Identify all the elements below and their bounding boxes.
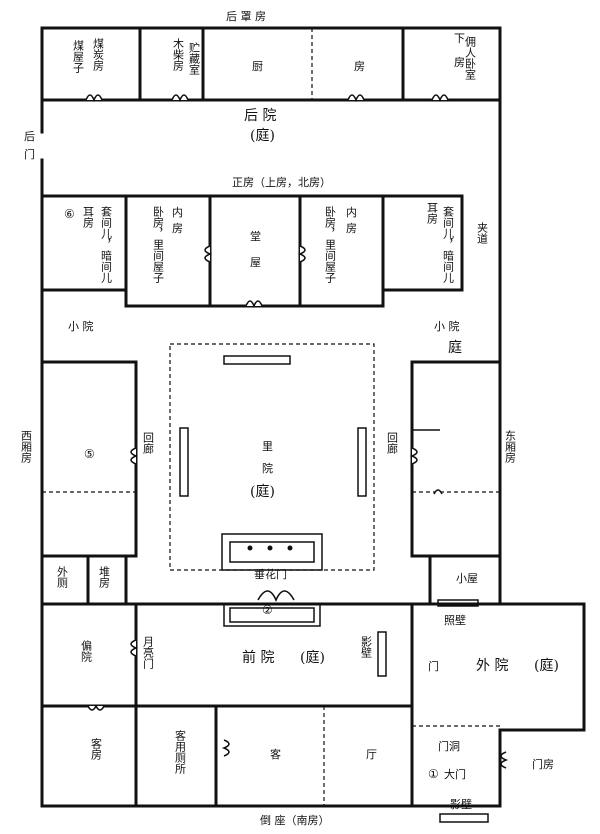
marker-1: ①: [428, 767, 439, 781]
label-west-wing: 西厢房: [20, 430, 33, 464]
label-ear-room-w: 耳房: [82, 206, 95, 229]
door-symbols: [85, 94, 509, 769]
label-hanging-flower-gate: 垂花门: [254, 567, 287, 581]
label-outer-toilet: 外厕: [56, 566, 69, 589]
label-small-court-e-ting: 庭: [448, 339, 462, 356]
label-hall: 厅: [366, 748, 377, 761]
label-shadow-wall: 照壁: [444, 613, 466, 627]
label-moon-gate: 月亮门: [142, 636, 155, 670]
label-small-court-w: 小 院: [68, 319, 94, 333]
label-corridor-e: 回廊: [386, 432, 399, 455]
label-firewood-room: 木柴房: [172, 38, 185, 72]
label-inner-court-1: 里: [262, 440, 273, 453]
room-labels: 后 罩 房 煤屋子 煤炭房 木柴房 贮藏室 厨 房 下 房 佣人卧室 后 院 (…: [20, 10, 559, 827]
label-ear-room-e: 耳房: [426, 202, 439, 225]
label-coal-room: 煤屋子: [72, 40, 85, 73]
label-main-gate: 大门: [444, 767, 466, 781]
label-storehouse: 堆房: [98, 566, 111, 589]
label-corridor-w: 回廊: [142, 432, 155, 455]
label-front-court: 前 院: [242, 649, 274, 666]
label-rear-courtyard: 后 院: [244, 108, 276, 124]
label-east-wing: 东厢房: [504, 430, 517, 464]
label-gatehouse: 门房: [532, 757, 554, 771]
label-small-court-e: 小 院: [434, 319, 460, 333]
marker-2: ②: [262, 603, 273, 617]
label-inner-court-ting: (庭): [250, 483, 275, 500]
label-suite-w: 套间儿，暗间儿: [100, 206, 113, 283]
label-servant-xia: 下: [454, 32, 465, 45]
label-coal-room-sub: 煤炭房: [92, 38, 105, 72]
label-back-gate-2: 门: [24, 147, 35, 161]
label-rear-row: 后 罩 房: [226, 10, 266, 23]
label-guest: 客: [270, 747, 281, 761]
shadow-wall-bar: [437, 599, 479, 607]
inner-screen-wall: [377, 631, 387, 677]
label-inner-e-2: 房: [346, 222, 357, 235]
outer-walls: [40, 26, 586, 808]
label-kitchen-room: 房: [354, 60, 365, 73]
label-outer-screen: 影壁: [450, 797, 472, 811]
label-bedroom-e: 卧房，里间屋子: [324, 206, 337, 283]
label-inner-screen: 影壁: [360, 636, 373, 658]
label-back-gate-1: 后: [24, 130, 35, 143]
label-storage-room: 贮藏室: [188, 42, 201, 75]
label-kitchen: 厨: [252, 60, 263, 73]
label-outer-court: 外 院: [476, 658, 508, 674]
label-guest-toilet: 客用厕所: [174, 729, 187, 775]
label-suite-e: 套间儿，暗间儿: [442, 206, 455, 283]
label-outer-court-ting: (庭): [534, 657, 559, 674]
label-side-court: 偏院: [80, 639, 93, 662]
label-front-court-ting: (庭): [300, 649, 325, 666]
marker-5: ⑤: [84, 447, 95, 461]
label-bedroom-w: 卧房，里间屋子: [152, 206, 165, 283]
label-side-passage: 夹道: [476, 222, 489, 244]
label-south-row: 倒 座（南房）: [260, 813, 330, 827]
marker-6: ⑥: [64, 207, 75, 221]
label-small-room: 小屋: [456, 572, 478, 585]
label-gate: 门: [428, 659, 439, 673]
label-guest-room: 客房: [90, 737, 103, 761]
label-gate-passage: 门洞: [438, 739, 460, 753]
outer-screen-wall: [439, 813, 489, 823]
label-inner-court-2: 院: [262, 461, 273, 475]
label-main-hall-row: 正房（上房，北房）: [232, 176, 331, 189]
label-inner-e-1: 内: [346, 205, 357, 219]
label-inner-w-1: 内: [172, 205, 183, 219]
label-rear-court: (庭): [250, 127, 275, 144]
label-inner-w-2: 房: [172, 222, 183, 235]
inner-courtyard-outline: [169, 343, 375, 627]
label-hall-2: 屋: [250, 256, 261, 269]
label-servant-fang: 房: [454, 56, 465, 69]
label-servant-bedroom: 佣人卧室: [464, 36, 477, 80]
label-hall-1: 堂: [250, 230, 261, 243]
